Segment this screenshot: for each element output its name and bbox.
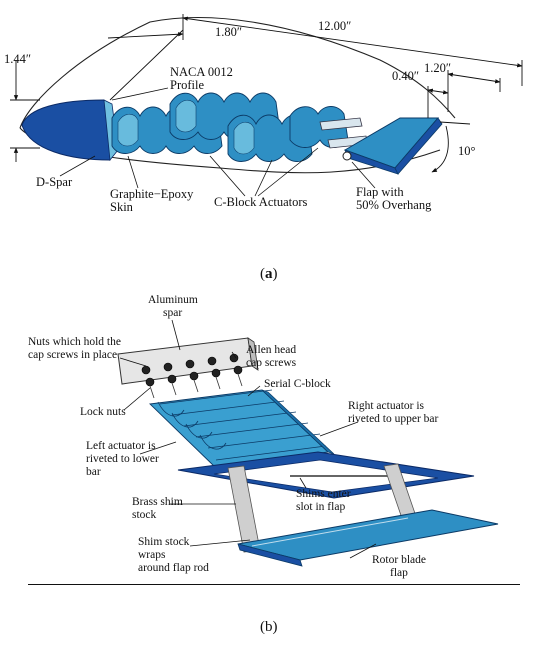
brass-shim-label-line1: Brass shim	[132, 496, 183, 508]
nuts-label-line2: cap screws in place	[28, 349, 118, 361]
actuator-assembly-diagram	[117, 319, 499, 567]
shims-label-line1: Shims enter	[296, 488, 351, 500]
flap-label-line2: 50% Overhang	[356, 198, 432, 212]
lock-nuts-label: Lock nuts	[80, 406, 126, 418]
caption-a: (a)	[260, 266, 278, 282]
profile-label-line1: NACA 0012	[170, 65, 233, 79]
separator-rule	[28, 584, 520, 585]
overhang-dimension: 0.40″	[392, 69, 420, 83]
c-block-actuators	[111, 92, 349, 162]
spar-label-line1: Aluminum	[148, 294, 198, 306]
profile-label-line2: Profile	[170, 78, 205, 92]
serial-c-block	[149, 389, 335, 469]
left-actuator-label-line1: Left actuator is	[86, 440, 156, 452]
dspar-width-dimension: 1.80″	[215, 25, 243, 39]
allen-label-line1: Allen head	[246, 344, 297, 356]
shim-wraps-label-line1: Shim stock	[138, 536, 190, 548]
allen-label-line2: cap screws	[246, 357, 297, 369]
spar-label-line2: spar	[163, 307, 183, 319]
brass-shim-label-line2: stock	[132, 509, 157, 521]
caption-b: (b)	[260, 619, 278, 635]
right-actuator-label-line2: riveted to upper bar	[348, 413, 439, 425]
airfoil-diagram	[10, 14, 523, 197]
shim-wraps-label-line3: around flap rod	[138, 562, 209, 574]
shims-label-line2: slot in flap	[296, 501, 346, 513]
flap-label-line1: Flap with	[356, 185, 404, 199]
skin-label-line2: Skin	[110, 200, 133, 214]
nuts-label-line1: Nuts which hold the	[28, 336, 121, 348]
figure-a: 1.44″ 1.80″ 12.00″ 1.20″ 0.40″ 10° NACA …	[0, 0, 550, 292]
cap-screws	[141, 353, 243, 387]
flap-chord-dimension: 1.20″	[424, 61, 452, 75]
dspar-label: D-Spar	[36, 175, 73, 189]
left-actuator-label-line2: riveted to lower	[86, 453, 159, 465]
skin-label-line1: Graphite−Epoxy	[110, 187, 194, 201]
figure-b: Aluminum spar Nuts which hold the cap sc…	[0, 292, 550, 646]
serial-c-block-label: Serial C-block	[264, 378, 331, 390]
flap-rod	[342, 151, 352, 161]
d-spar	[21, 99, 111, 161]
aluminum-spar	[117, 337, 259, 385]
chord-dimension: 12.00″	[318, 19, 352, 33]
left-actuator-label-line3: bar	[86, 466, 101, 478]
deflection-angle: 10°	[458, 144, 476, 158]
rotor-blade-flap	[237, 509, 499, 561]
thickness-dimension: 1.44″	[4, 52, 32, 66]
actuators-label: C-Block Actuators	[214, 195, 308, 209]
shim-wraps-label-line2: wraps	[138, 549, 166, 561]
rotor-flap-label-line2: flap	[390, 567, 408, 579]
right-actuator-label-line1: Right actuator is	[348, 400, 425, 412]
rotor-flap-label-line1: Rotor blade	[372, 554, 426, 566]
